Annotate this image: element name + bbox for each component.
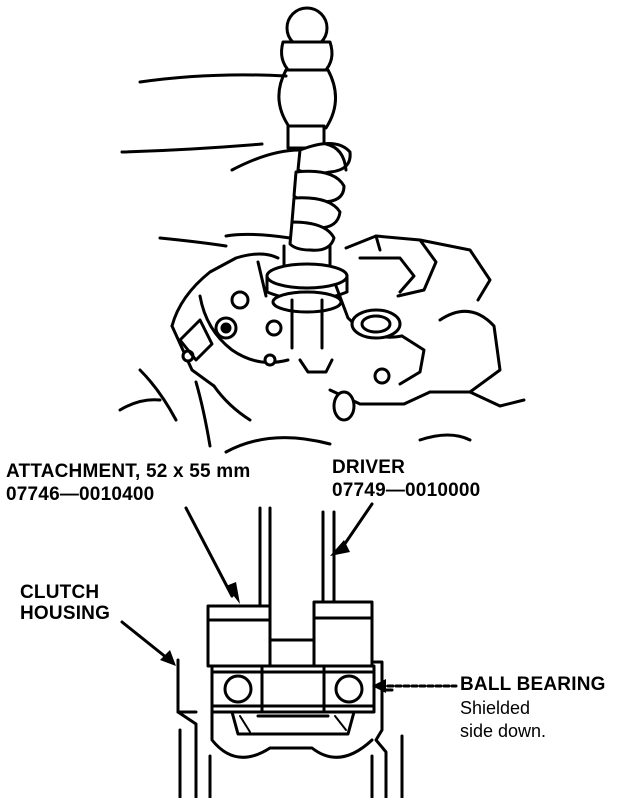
driver-block bbox=[312, 600, 374, 668]
clutch-housing-label-line1: CLUTCH bbox=[20, 582, 100, 603]
ball-left bbox=[223, 674, 253, 704]
ball-bearing-note-line2: side down. bbox=[460, 721, 547, 741]
arm-and-hand bbox=[120, 73, 352, 252]
attachment-block bbox=[206, 604, 272, 668]
hammer bbox=[277, 6, 338, 150]
clutch-housing-wall-left bbox=[176, 658, 198, 714]
clutch-housing-label-line2: HOUSING bbox=[20, 603, 111, 624]
driver-leader bbox=[340, 502, 374, 550]
ball-right bbox=[334, 674, 364, 704]
driver-label: DRIVER bbox=[332, 457, 405, 478]
clutch-housing-wall-right bbox=[372, 660, 388, 798]
attachment-leader bbox=[184, 506, 234, 598]
attachment-label: ATTACHMENT, 52 x 55 mm bbox=[6, 461, 251, 482]
driver-shaft-top bbox=[265, 244, 349, 314]
clutch-housing-case bbox=[118, 234, 526, 454]
ball-bearing-note-line1: Shielded bbox=[460, 698, 531, 718]
attachment-part-number: 07746—0010400 bbox=[6, 484, 155, 505]
driver-part-number: 07749—0010000 bbox=[332, 480, 481, 501]
cross-section bbox=[120, 502, 458, 798]
clutch-housing-leader bbox=[120, 620, 174, 664]
ball-bearing-label: BALL BEARING bbox=[460, 674, 606, 695]
